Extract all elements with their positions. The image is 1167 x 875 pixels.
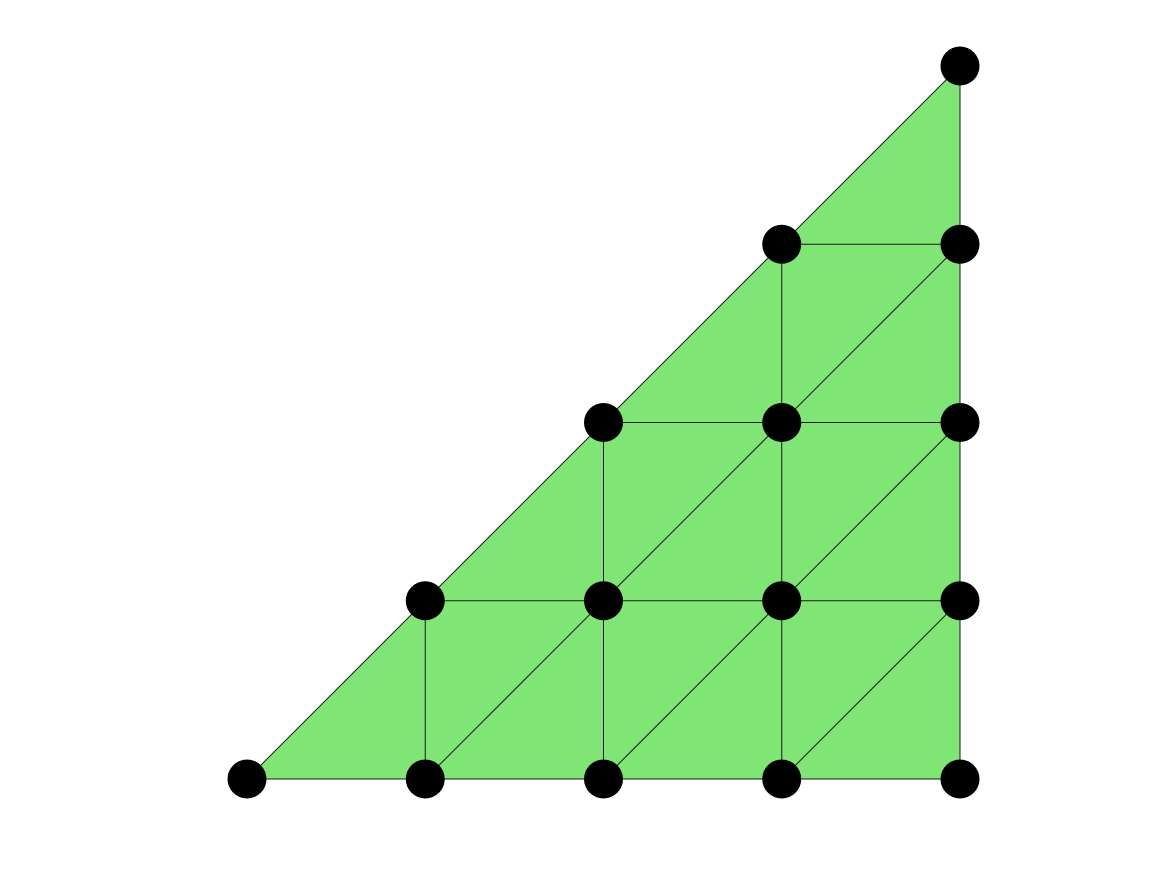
mesh-node — [940, 581, 980, 621]
diagonal-edge — [781, 600, 961, 780]
mesh-node — [584, 759, 623, 799]
mesh-node — [940, 46, 980, 86]
mesh-node — [227, 759, 267, 799]
mesh-node — [405, 759, 445, 799]
mesh-node — [762, 759, 802, 799]
mesh-nodes — [227, 46, 980, 799]
mesh-node — [584, 403, 623, 442]
diagonal-edge — [424, 243, 961, 780]
mesh-node — [762, 224, 802, 264]
mesh-node — [940, 403, 980, 442]
mesh-node — [762, 403, 802, 442]
mesh-node — [940, 759, 980, 799]
mesh-node — [940, 224, 980, 264]
mesh-node — [762, 581, 802, 621]
mesh-node — [584, 581, 623, 621]
mesh-node — [405, 581, 445, 621]
